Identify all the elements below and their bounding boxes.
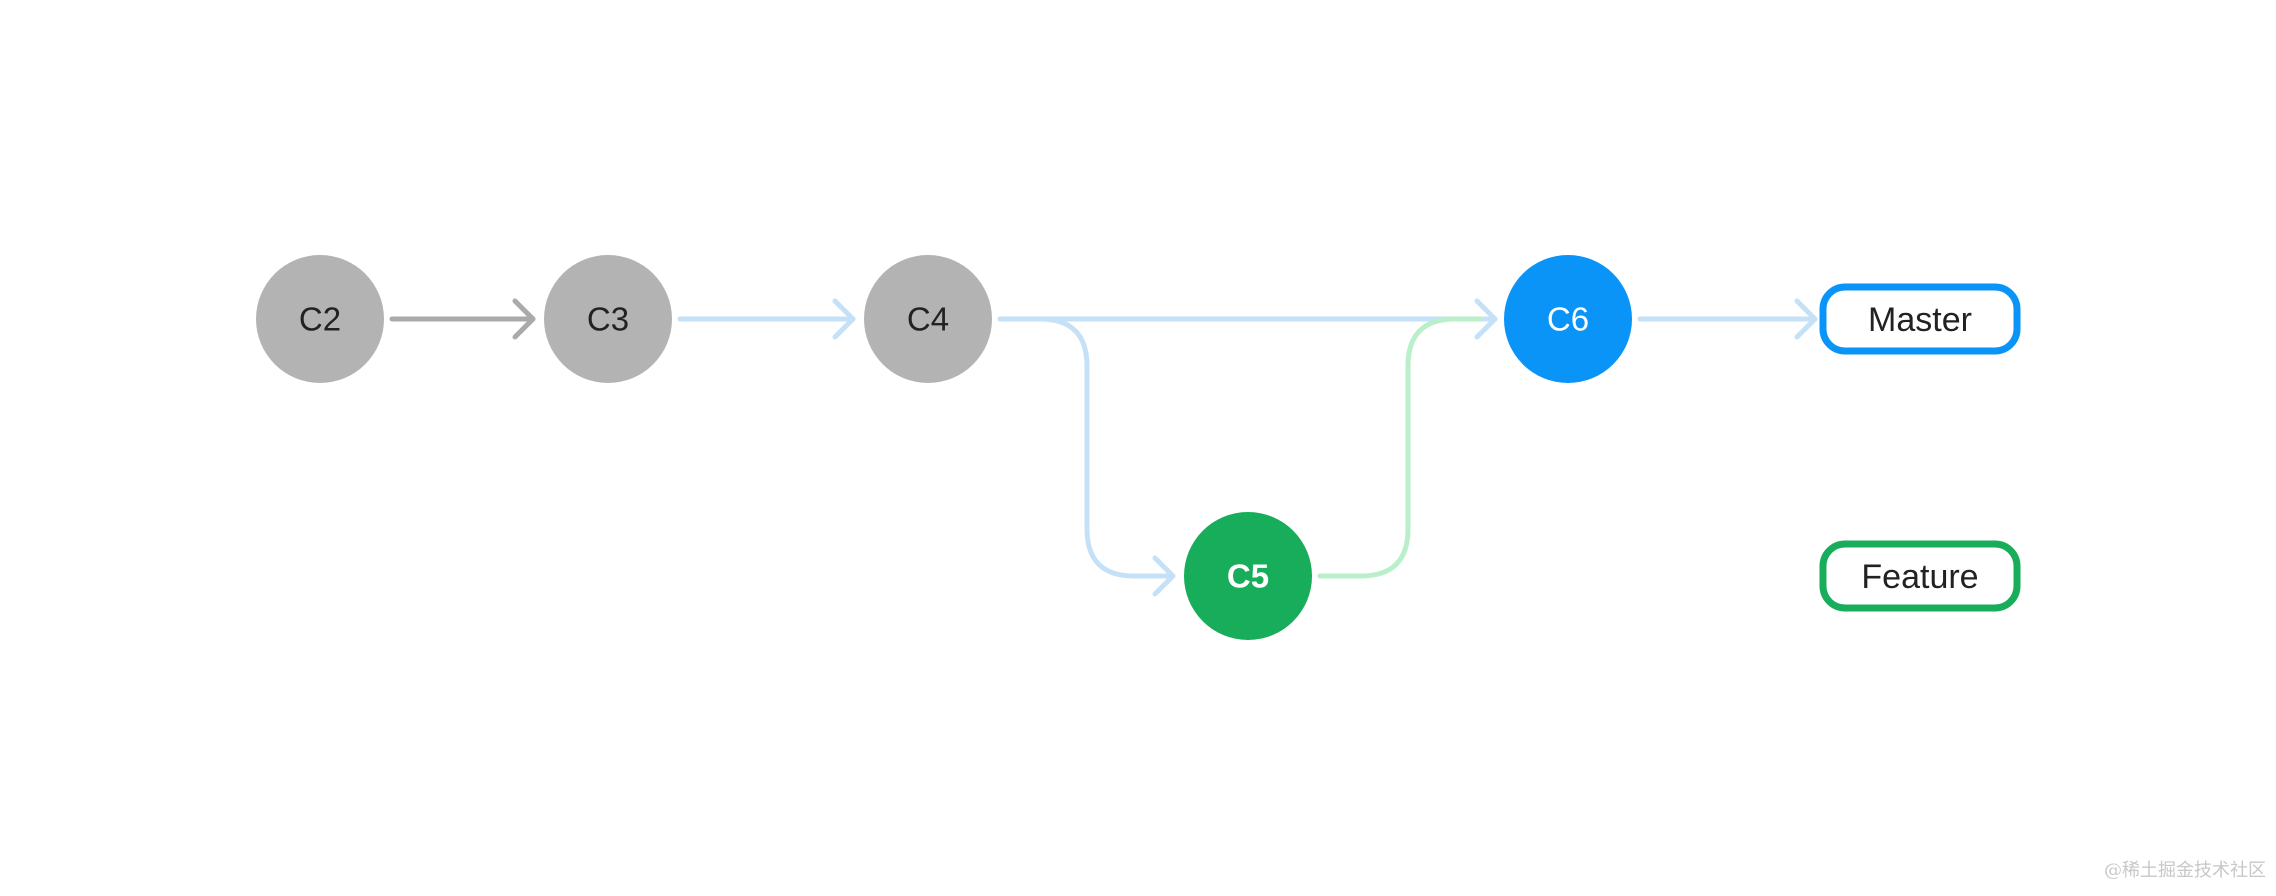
commit-c3-label: C3 <box>587 301 629 338</box>
edge-c6-master <box>1637 298 1818 340</box>
branch-feature-box <box>1819 540 2021 612</box>
commit-c6: C6 <box>1504 255 1632 383</box>
edge-c5-c6 <box>1317 316 1483 579</box>
commit-c3: C3 <box>544 255 672 383</box>
commit-c4-circle <box>864 255 992 383</box>
branch-master-label: Master <box>1868 301 1972 339</box>
branch-master: Master <box>1819 283 2021 355</box>
edges <box>389 298 1818 597</box>
commit-c6-label: C6 <box>1547 301 1589 338</box>
commit-c5-label: C5 <box>1227 558 1269 595</box>
commit-c2-circle <box>256 255 384 383</box>
commit-c6-circle <box>1504 255 1632 383</box>
edge-c4-c6 <box>997 298 1498 340</box>
branch-feature: Feature <box>1819 540 2021 612</box>
commit-c5: C5 <box>1184 512 1312 640</box>
branch-master-box <box>1819 283 2021 355</box>
edge-c2-c3 <box>389 298 536 340</box>
commit-c5-circle <box>1184 512 1312 640</box>
branch-feature-label: Feature <box>1861 558 1978 596</box>
edge-c3-c4 <box>677 298 856 340</box>
watermark-text: @稀土掘金技术社区 <box>2104 860 2266 881</box>
commit-c3-circle <box>544 255 672 383</box>
commit-c2-label: C2 <box>299 301 341 338</box>
commit-c4: C4 <box>864 255 992 383</box>
commit-c2: C2 <box>256 255 384 383</box>
commit-c4-label: C4 <box>907 301 949 338</box>
edge-c4-c5 <box>997 316 1176 597</box>
